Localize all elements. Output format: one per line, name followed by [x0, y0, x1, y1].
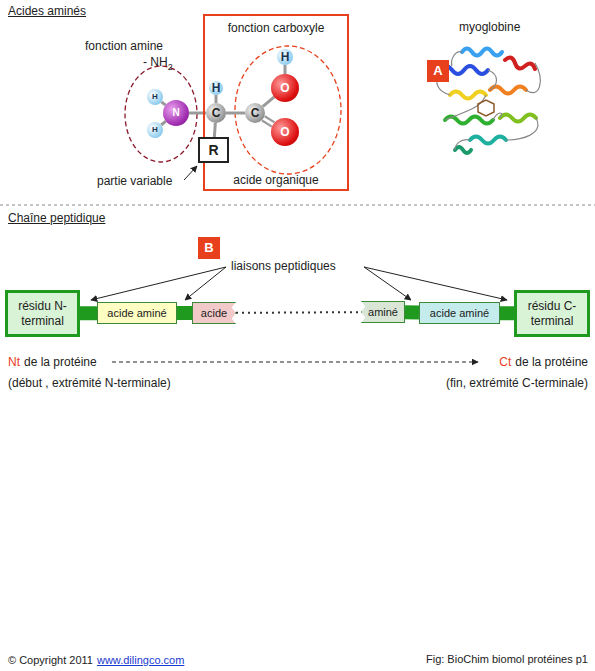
part-label: partie variable: [97, 174, 172, 188]
myoglobin-ribbon: [440, 49, 536, 154]
node-text: aminé: [368, 306, 398, 318]
node-text: acide organique: [205, 173, 347, 187]
hydrogen-atom: H: [277, 49, 293, 65]
peptide-bond: [405, 305, 419, 319]
myoglobin-loops: [437, 52, 541, 150]
section-separator: [0, 205, 595, 206]
node-text: acide aminé: [107, 307, 166, 319]
carbon-atom: C: [245, 103, 265, 123]
node-text: résidu C-terminal: [519, 299, 585, 329]
callout-letter: B: [198, 237, 220, 259]
note-text: (fin, extrémité C-terminale): [446, 376, 588, 390]
carboxyl-box: fonction carboxyle acide organique H C C H O O: [203, 14, 349, 191]
hydrogen-atom: H: [147, 89, 163, 105]
amino-acid-box: acide aminé: [419, 302, 500, 324]
oxygen-atom: O: [271, 74, 299, 102]
direction-arrow: [112, 362, 478, 363]
amine-ellipse: [125, 66, 197, 162]
atom-bond: [226, 112, 245, 115]
terminal-residue-box: résidu C-terminal: [514, 290, 590, 337]
oxygen-atom: O: [271, 118, 299, 146]
node-text: N: [172, 108, 179, 118]
node-text: acide aminé: [430, 307, 489, 319]
carbon-atom: C: [206, 103, 226, 123]
amino-acid-box: acide aminé: [97, 302, 177, 324]
node-text: H: [277, 51, 293, 63]
callout-letter: A: [427, 60, 449, 82]
atom-bond: [215, 95, 218, 103]
part-label: liaisons peptidiques: [231, 259, 336, 273]
terminal-abbrev: Ct: [499, 355, 511, 369]
website-link: www.dilingco.com: [97, 654, 184, 666]
amino-acid-part-box: acide: [192, 302, 236, 324]
copyright-text: © Copyright 2011: [8, 654, 93, 666]
note-text: de la protéine: [515, 355, 588, 369]
atom-bond: [161, 121, 166, 125]
note-text: (début , extrémité N-terminale): [8, 376, 171, 390]
text-group: Ct de la protéine: [499, 355, 588, 369]
amino-acid-part-box: aminé: [361, 301, 405, 323]
atom-bond: [213, 123, 217, 137]
node-text: O: [271, 126, 299, 138]
node-text: H: [152, 93, 158, 101]
note-text: de la protéine: [24, 355, 97, 369]
variable-group-box: R: [198, 137, 229, 163]
formula-text: - NH: [143, 55, 168, 69]
dotted-chain: [236, 311, 361, 314]
terminal-residue-box: résidu N-terminal: [5, 290, 80, 337]
node-text: résidu N-terminal: [10, 299, 75, 329]
terminal-abbrev: Nt: [8, 355, 20, 369]
node-text: O: [271, 82, 299, 94]
atom-bond: [284, 65, 287, 74]
text-group: © Copyright 2011 www.dilingco.com: [8, 653, 184, 667]
carboxyl-ellipse: [235, 46, 341, 174]
node-text: R: [208, 142, 218, 158]
node-text: acide: [201, 307, 227, 319]
node-text: H: [209, 82, 223, 94]
text-group: Nt de la protéine: [8, 355, 97, 369]
atom-bond: [263, 97, 275, 107]
peptide-bond: [80, 306, 97, 320]
formula-subscript: 2: [168, 62, 173, 72]
node-text: C: [206, 107, 226, 119]
hydrogen-atom: H: [147, 122, 163, 138]
peptide-bond: [500, 306, 514, 320]
section-heading: Acides aminés: [8, 4, 86, 18]
text-group: - NH2: [143, 55, 173, 73]
nitrogen-atom: N: [163, 100, 189, 126]
node-text: fonction carboxyle: [205, 21, 347, 35]
heme-group: [478, 100, 494, 116]
hydrogen-atom: H: [209, 81, 223, 95]
leader-line: [184, 166, 197, 180]
peptide-bond: [177, 306, 192, 320]
figure-label: myoglobine: [459, 20, 520, 34]
node-text: C: [245, 107, 265, 119]
group-label: fonction amine: [85, 39, 163, 53]
figure-reference: Fig: BioChim biomol protéines p1: [426, 653, 588, 666]
node-text: H: [152, 126, 158, 134]
section-heading: Chaîne peptidique: [8, 211, 105, 225]
